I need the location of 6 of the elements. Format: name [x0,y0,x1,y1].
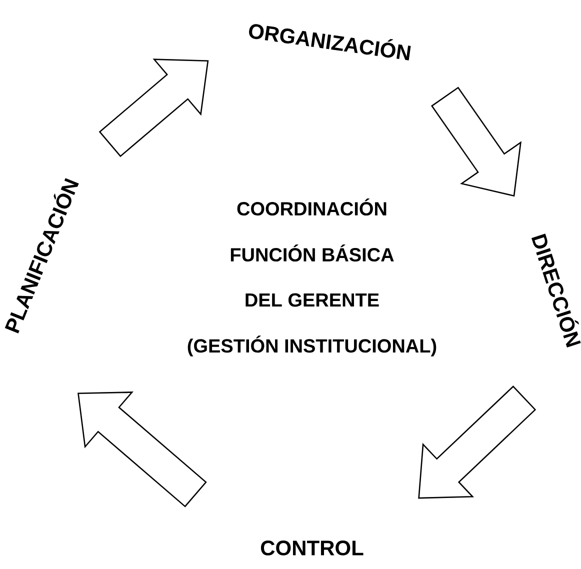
center-text: FUNCIÓN BÁSICA [230,244,394,262]
center-text: DEL GERENTE [246,293,379,307]
block-arrow [78,392,207,508]
center-text: (GESTIÓN INSTITUCIONAL) [188,336,436,356]
center-text: COORDINACIÓN [237,198,386,216]
stage-label: CONTROL [260,540,364,556]
